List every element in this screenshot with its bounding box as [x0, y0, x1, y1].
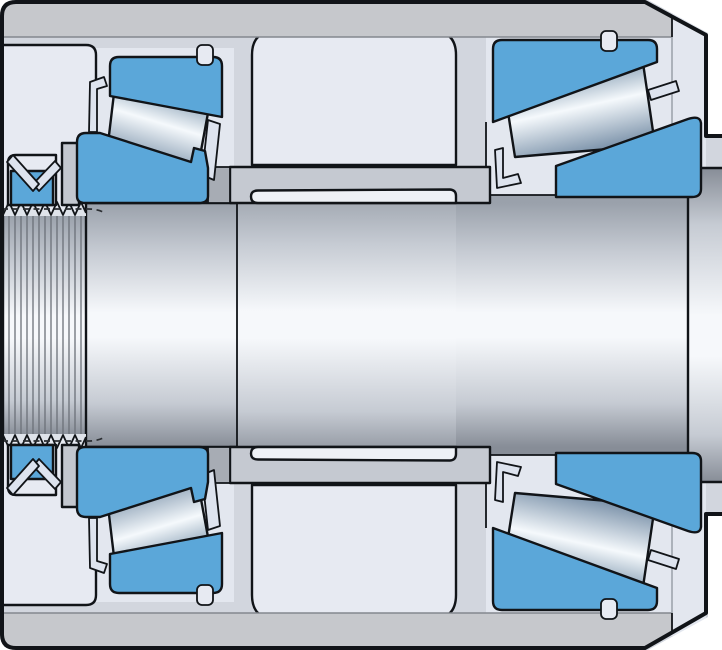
outer-ring	[491, 38, 659, 124]
housing-outer-band	[0, 3, 672, 37]
cover-plate-edge	[0, 43, 98, 210]
inner-ring	[554, 116, 703, 199]
thread-ridges	[8, 216, 82, 434]
locating-notch	[196, 44, 214, 66]
tapered-roller-bearing-left	[75, 44, 224, 205]
shaft-seat-left	[86, 203, 237, 447]
cage-strip	[647, 80, 680, 101]
lock-washer-tab	[32, 160, 62, 192]
cage-strip	[494, 147, 522, 189]
locating-notch	[600, 30, 618, 52]
shaft-face-sliver	[249, 188, 458, 205]
shaft-assembly	[1, 166, 722, 484]
lock-washer-tab-2	[6, 154, 40, 192]
components-half	[2, 30, 703, 216]
shaft-seat-right	[456, 195, 688, 455]
tapered-roller-bearing-right	[491, 30, 703, 199]
thread-pitch-dashed-line	[2, 208, 107, 215]
shaft-mid-section	[237, 190, 456, 460]
inner-ring	[75, 131, 210, 205]
lock-nut-assembly	[6, 141, 81, 207]
shaft-shoulder	[688, 168, 722, 482]
housing-spacer-panel	[250, 29, 458, 167]
